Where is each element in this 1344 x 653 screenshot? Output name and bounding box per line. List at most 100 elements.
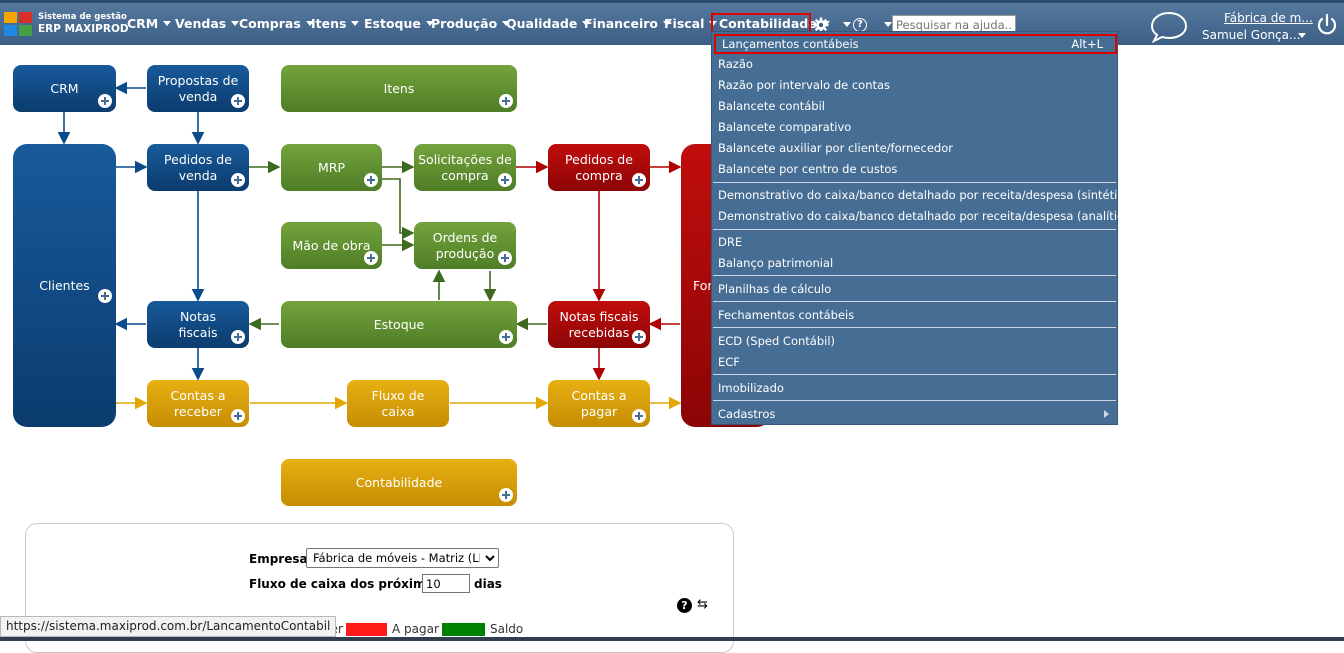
menu-separator: [713, 327, 1116, 328]
menu-separator: [713, 275, 1116, 276]
flow-mrp[interactable]: MRP: [281, 144, 382, 191]
menu-item-dre[interactable]: DRE: [718, 235, 743, 249]
menu-item-cadastros[interactable]: Cadastros: [712, 404, 1117, 424]
chat-bubble-icon[interactable]: [1150, 11, 1188, 43]
refresh-icon[interactable]: ⇆: [697, 597, 708, 612]
flow-propostas-venda[interactable]: Propostas de venda: [147, 65, 249, 112]
maxiprod-logo-icon[interactable]: [4, 12, 34, 36]
top-navbar: Sistema de gestão ERP MAXIPROD CRM Venda…: [0, 0, 1344, 45]
company-link[interactable]: Fábrica de m...: [1224, 11, 1313, 25]
menu-estoque[interactable]: Estoque: [364, 16, 434, 31]
menu-fiscal[interactable]: Fiscal: [664, 16, 718, 31]
add-icon[interactable]: [632, 173, 646, 187]
menu-producao[interactable]: Produção: [431, 16, 511, 31]
menu-item-demonstrativo-analitico[interactable]: Demonstrativo do caixa/banco detalhado p…: [718, 209, 1135, 223]
flow-fluxo-caixa[interactable]: Fluxo de caixa: [347, 380, 449, 427]
chevron-down-icon: [163, 21, 172, 26]
flow-notas-fiscais-recebidas[interactable]: Notas fiscais recebidas: [548, 301, 650, 348]
flow-estoque[interactable]: Estoque: [281, 301, 517, 348]
menu-qualidade[interactable]: Qualidade: [506, 16, 591, 31]
add-icon[interactable]: [98, 94, 112, 108]
menu-vendas[interactable]: Vendas: [175, 16, 240, 31]
chevron-down-icon: [582, 21, 591, 26]
menu-item-balancete-auxiliar[interactable]: Balancete auxiliar por cliente/fornecedo…: [718, 141, 953, 155]
menu-crm[interactable]: CRM: [127, 16, 172, 31]
flow-clientes[interactable]: Clientes: [13, 144, 116, 427]
add-icon[interactable]: [632, 330, 646, 344]
add-icon[interactable]: [98, 289, 112, 303]
menu-separator: [713, 182, 1116, 183]
add-icon[interactable]: [231, 94, 245, 108]
chevron-down-icon: [305, 21, 314, 26]
flow-crm[interactable]: CRM: [13, 65, 116, 112]
add-icon[interactable]: [498, 251, 512, 265]
add-icon[interactable]: [498, 173, 512, 187]
menu-financeiro[interactable]: Financeiro: [584, 16, 671, 31]
add-icon[interactable]: [364, 251, 378, 265]
add-icon[interactable]: [364, 173, 378, 187]
flow-solicitacoes-compra[interactable]: Solicitações de compra: [414, 144, 516, 191]
menu-compras[interactable]: Compras: [239, 16, 314, 31]
add-icon[interactable]: [499, 488, 513, 502]
menu-itens[interactable]: Itens: [311, 16, 360, 31]
logo-tagline: Sistema de gestão: [38, 12, 127, 22]
chevron-down-icon: [231, 21, 240, 26]
menu-item-balancete-contabil[interactable]: Balancete contábil: [718, 99, 825, 113]
menu-separator: [713, 229, 1116, 230]
add-icon[interactable]: [231, 330, 245, 344]
menu-item-razao-intervalo[interactable]: Razão por intervalo de contas: [718, 78, 891, 92]
legend-swatch-pagar: [346, 623, 387, 636]
chevron-down-icon: [502, 21, 511, 26]
fluxo-label: Fluxo de caixa dos próximos: [249, 577, 441, 591]
menu-separator: [713, 301, 1116, 302]
menu-item-ecd[interactable]: ECD (Sped Contábil): [718, 334, 836, 348]
legend-pagar: A pagar: [392, 622, 439, 636]
add-icon[interactable]: [231, 409, 245, 423]
chevron-down-icon[interactable]: [1298, 33, 1306, 38]
chevron-down-icon: [709, 21, 718, 26]
legend-saldo: Saldo: [490, 622, 524, 636]
flow-pedidos-compra[interactable]: Pedidos de compra: [548, 144, 650, 191]
menu-item-fechamentos-contabeis[interactable]: Fechamentos contábeis: [718, 308, 855, 322]
company-select[interactable]: Fábrica de móveis - Matriz (LP): [306, 548, 499, 568]
logo-brand: ERP MAXIPROD: [38, 23, 129, 35]
add-icon[interactable]: [632, 409, 646, 423]
menu-separator: [713, 400, 1116, 401]
gear-icon[interactable]: [813, 17, 829, 33]
help-search-input[interactable]: [892, 15, 1016, 34]
flow-mao-de-obra[interactable]: Mão de obra: [281, 222, 382, 269]
add-icon[interactable]: [499, 330, 513, 344]
add-icon[interactable]: [499, 94, 513, 108]
flow-notas-fiscais[interactable]: Notas fiscais: [147, 301, 249, 348]
flow-itens[interactable]: Itens: [281, 65, 517, 112]
days-input[interactable]: [422, 574, 470, 593]
power-icon[interactable]: [1316, 13, 1338, 37]
menu-separator: [713, 374, 1116, 375]
menu-item-imobilizado[interactable]: Imobilizado: [718, 381, 784, 395]
legend-swatch-saldo: [442, 623, 485, 636]
menu-item-balancete-centro-custos[interactable]: Balancete por centro de custos: [718, 162, 898, 176]
shortcut-label: Alt+L: [1071, 37, 1103, 51]
menu-item-balanco-patrimonial[interactable]: Balanço patrimonial: [718, 256, 834, 270]
menu-item-demonstrativo-sintetico[interactable]: Demonstrativo do caixa/banco detalhado p…: [718, 188, 1136, 202]
menu-item-razao[interactable]: Razão: [718, 57, 753, 71]
menu-item-balancete-comparativo[interactable]: Balancete comparativo: [718, 120, 852, 134]
flow-ordens-producao[interactable]: Ordens de produção: [414, 222, 516, 269]
flow-contas-receber[interactable]: Contas a receber: [147, 380, 249, 427]
user-name[interactable]: Samuel Gonça...: [1202, 28, 1301, 42]
menu-item-ecf[interactable]: ECF: [718, 355, 740, 369]
question-icon[interactable]: ?: [677, 598, 692, 613]
flow-contabilidade[interactable]: Contabilidade: [281, 459, 517, 506]
chevron-down-icon[interactable]: [884, 22, 892, 27]
flow-contas-pagar[interactable]: Contas a pagar: [548, 380, 650, 427]
menu-item-planilhas-calculo[interactable]: Planilhas de cálculo: [718, 282, 832, 296]
status-bar-url: https://sistema.maxiprod.com.br/Lancamen…: [0, 616, 337, 637]
add-icon[interactable]: [231, 173, 245, 187]
dias-label: dias: [474, 577, 502, 591]
flow-pedidos-venda[interactable]: Pedidos de venda: [147, 144, 249, 191]
chevron-right-icon: [1104, 410, 1109, 418]
chevron-down-icon[interactable]: [843, 22, 851, 27]
